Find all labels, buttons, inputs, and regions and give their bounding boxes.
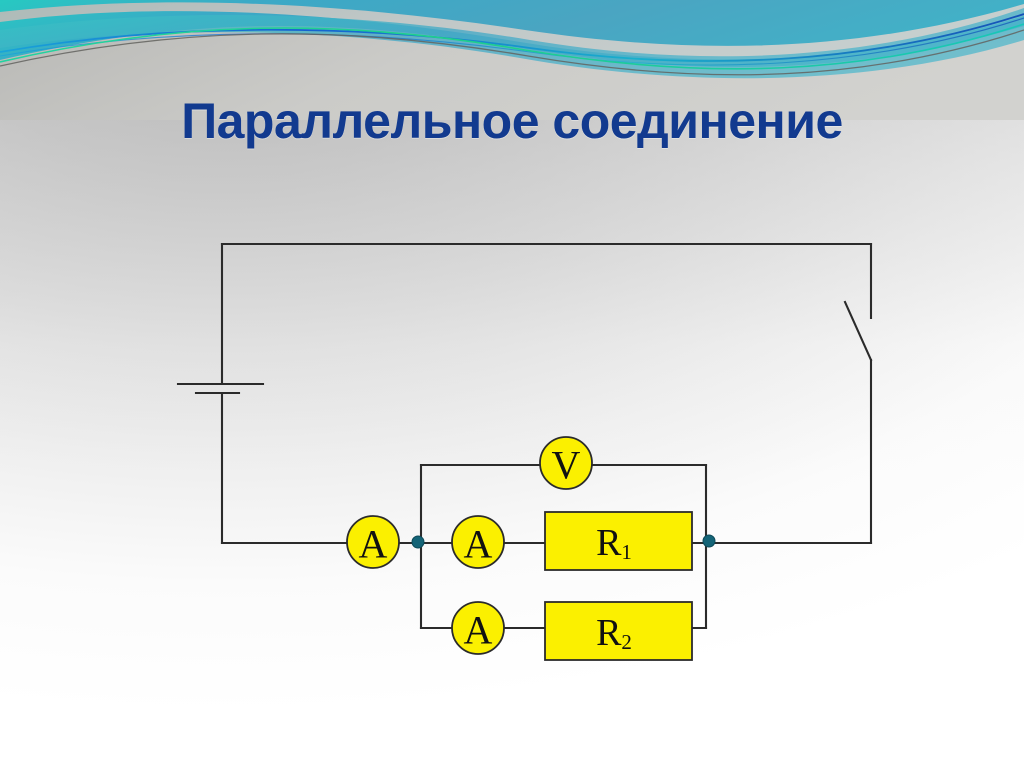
- ammeter-branch-1-label: A: [464, 522, 493, 567]
- ammeter-main-body[interactable]: [346, 515, 400, 569]
- resistor-2[interactable]: R2: [544, 601, 693, 661]
- decorative-wave-banner: [0, 0, 1024, 120]
- resistor-1-label: R1: [596, 522, 632, 564]
- resistor-2-body[interactable]: [544, 601, 693, 661]
- wave-dark-contour-line: [0, 29, 1024, 76]
- ammeter-branch-2[interactable]: A: [451, 601, 505, 655]
- ammeter-main-label: A: [359, 522, 388, 567]
- resistor-1[interactable]: R1: [544, 511, 693, 571]
- resistor-1-body[interactable]: [544, 511, 693, 571]
- resistor-2-label: R2: [596, 612, 632, 654]
- ammeter-branch-1[interactable]: A: [451, 515, 505, 569]
- node-left-junction: [411, 535, 425, 549]
- ammeter-branch-2-label: A: [464, 608, 493, 653]
- ammeter-main[interactable]: A: [346, 515, 400, 569]
- wave-green-line: [0, 23, 1024, 70]
- open-switch-blade: [843, 300, 873, 362]
- wave-blue-line: [0, 13, 1024, 62]
- ammeter-branch-1-body[interactable]: [451, 515, 505, 569]
- ammeter-branch-2-body[interactable]: [451, 601, 505, 655]
- wave-teal-sweep: [0, 0, 1024, 79]
- node-right-junction: [702, 534, 716, 548]
- wave-gray-ribbon-upper: [0, 2, 1024, 60]
- wave-blue-line-secondary: [0, 17, 1024, 66]
- page-title: Параллельное соединение: [181, 93, 843, 149]
- voltmeter-body[interactable]: [539, 436, 593, 490]
- voltmeter[interactable]: V: [539, 436, 593, 490]
- voltmeter-label: V: [552, 443, 581, 488]
- wave-gray-band-lower: [0, 26, 1024, 120]
